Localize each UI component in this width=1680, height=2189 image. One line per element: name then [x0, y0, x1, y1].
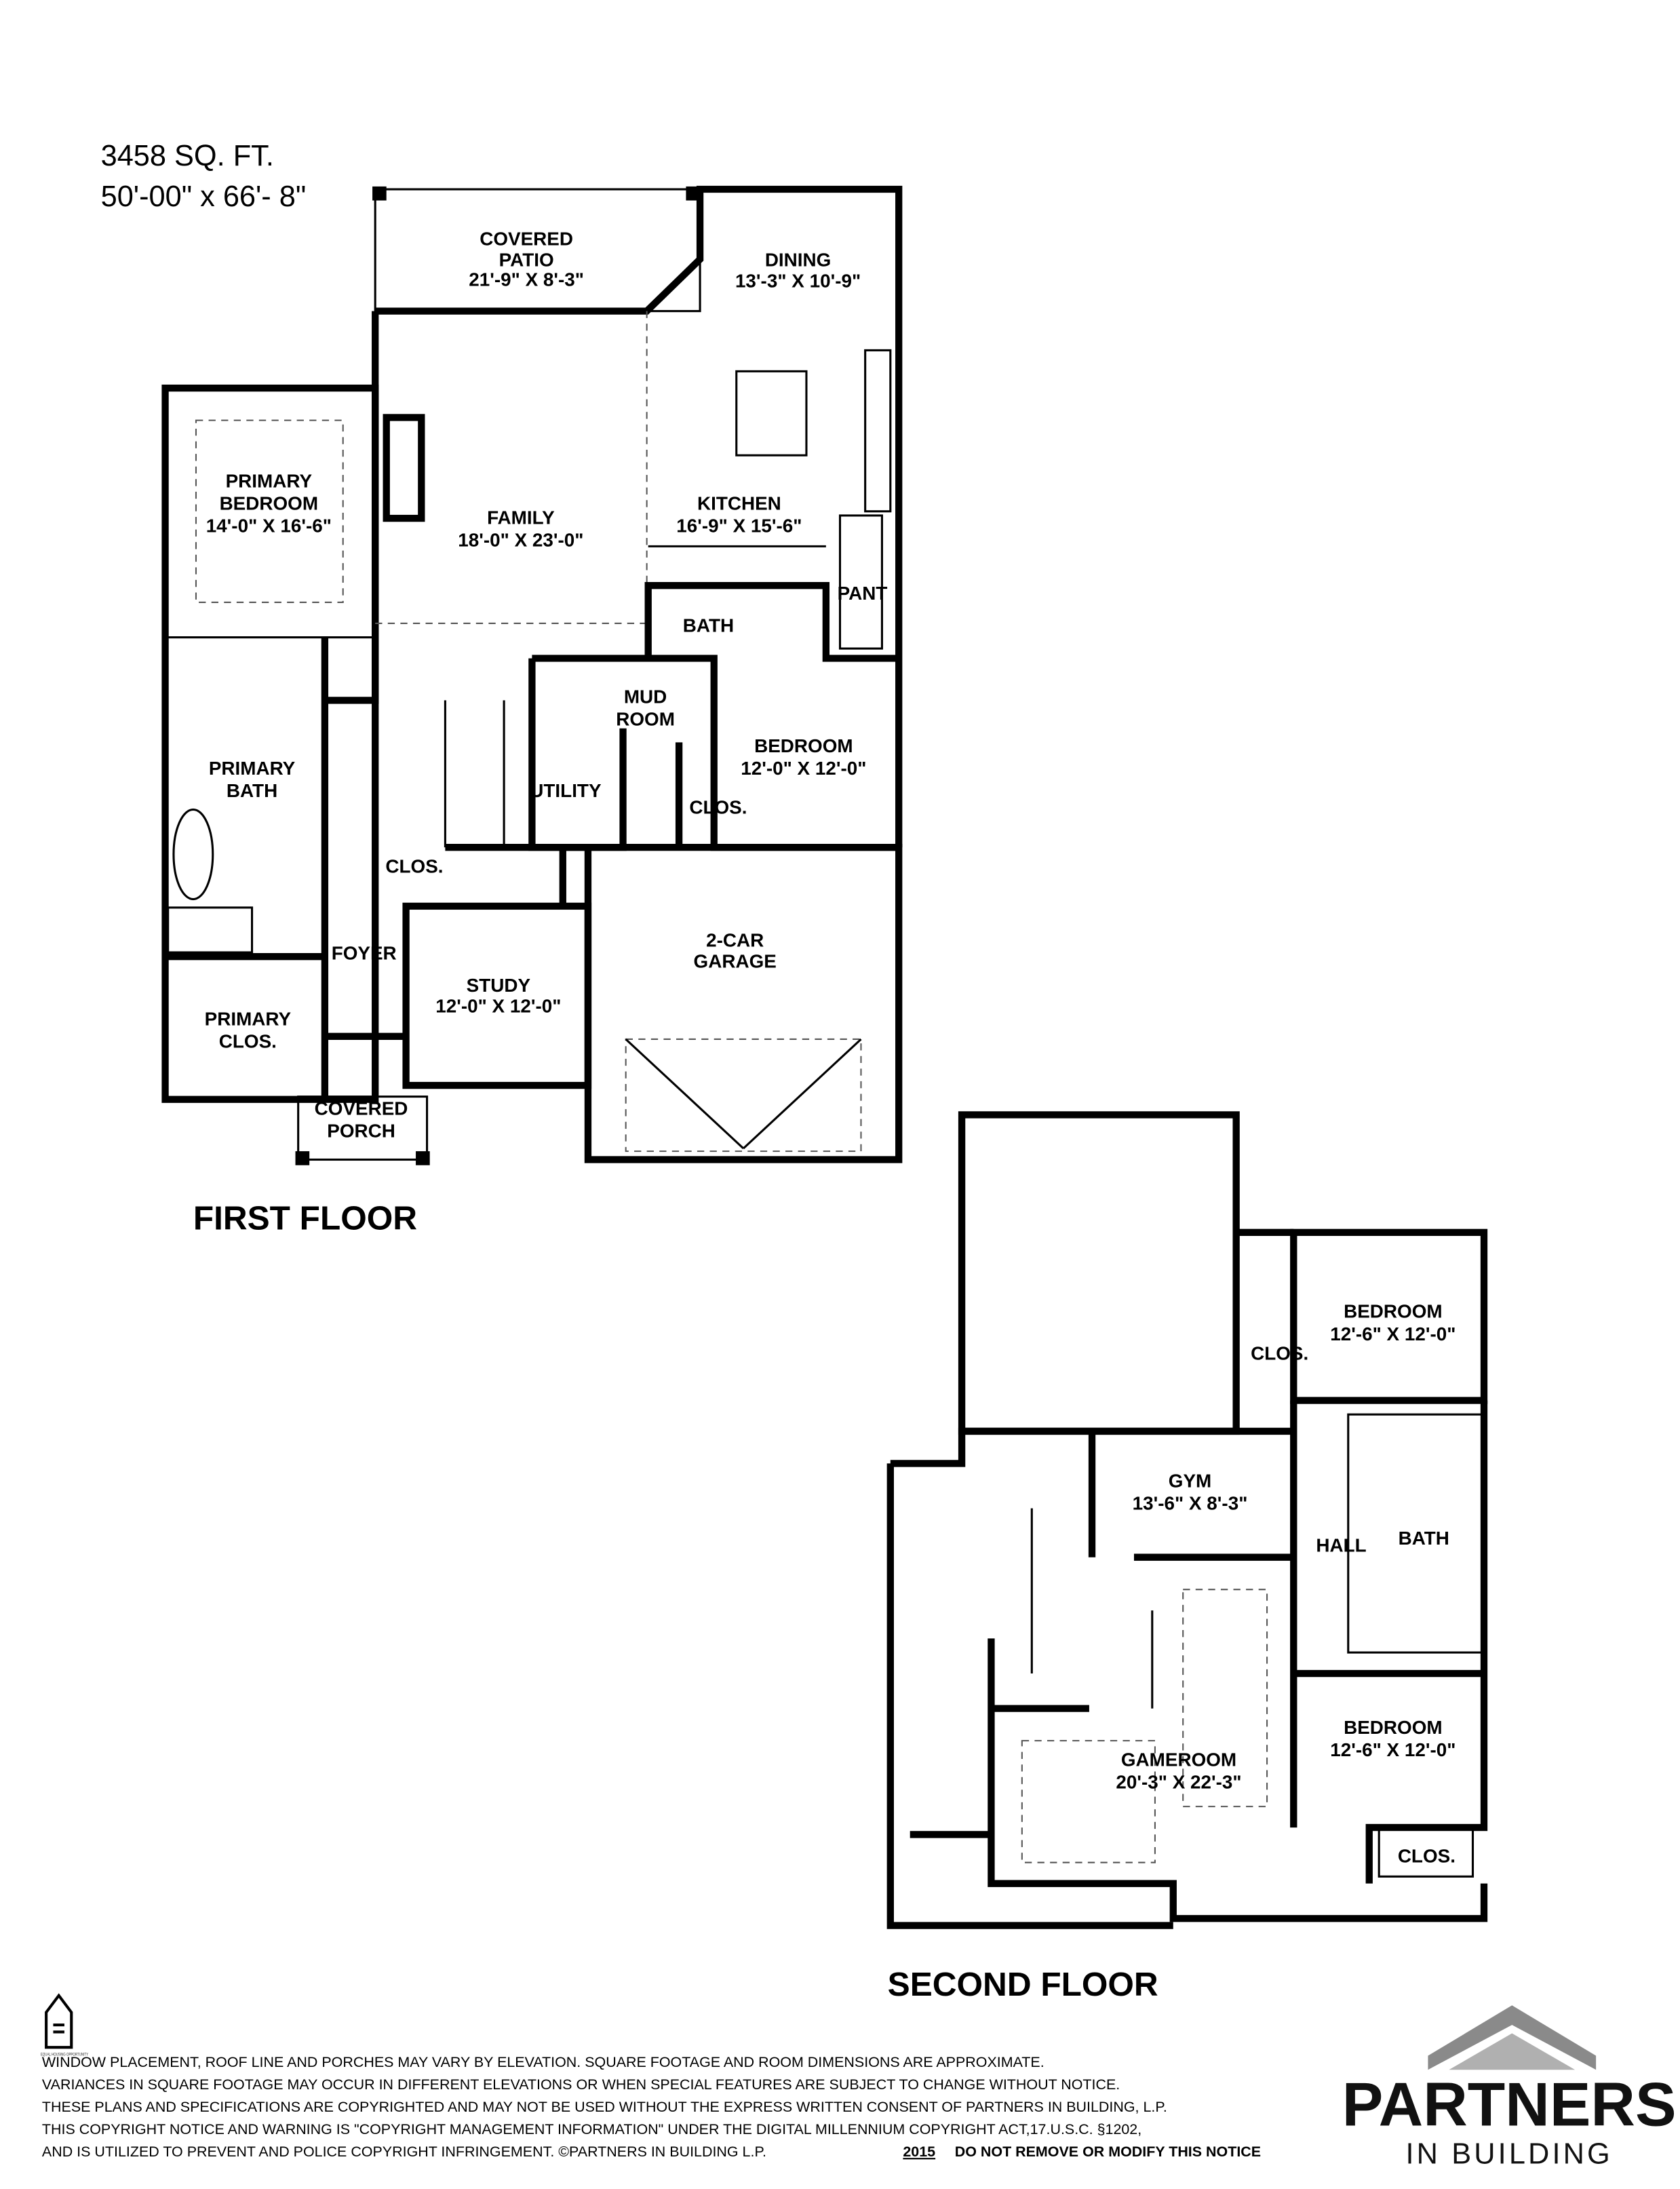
svg-text:VARIANCES IN SQUARE FOOTAGE MA: VARIANCES IN SQUARE FOOTAGE MAY OCCUR IN…	[42, 2076, 1120, 2093]
svg-text:IN BUILDING: IN BUILDING	[1405, 2137, 1612, 2170]
first-floor-plan	[161, 185, 903, 1165]
room-label: CLOS.	[1398, 1846, 1456, 1867]
svg-text:AND IS UTILIZED TO PREVENT AND: AND IS UTILIZED TO PREVENT AND POLICE CO…	[42, 2144, 766, 2160]
room-label: GAMEROOM	[1121, 1749, 1236, 1770]
room-label: 18'-0" X 23'-0"	[458, 529, 583, 550]
room-label: PANT	[838, 583, 888, 604]
room-label: 13'-3" X 10'-9"	[735, 271, 861, 292]
partners-logo: PARTNERS IN BUILDING	[1342, 2005, 1677, 2170]
room-label: UTILITY	[530, 780, 602, 801]
room-label: 12'-6" X 12'-0"	[1330, 1739, 1456, 1760]
room-label: PORCH	[327, 1120, 395, 1141]
room-label: GARAGE	[694, 951, 777, 972]
room-label: HALL	[1316, 1534, 1366, 1555]
room-label: 14'-0" X 16'-6"	[206, 516, 332, 537]
room-label: COVERED	[315, 1098, 408, 1119]
room-label: MUD	[624, 686, 667, 708]
room-label: PRIMARY	[205, 1008, 292, 1029]
room-label: ROOM	[616, 709, 675, 730]
svg-text:THESE PLANS AND SPECIFICATIONS: THESE PLANS AND SPECIFICATIONS ARE COPYR…	[42, 2099, 1167, 2115]
room-label: FAMILY	[487, 507, 555, 528]
svg-text:WINDOW PLACEMENT, ROOF LINE AN: WINDOW PLACEMENT, ROOF LINE AND PORCHES …	[42, 2054, 1044, 2070]
second-floor-title: SECOND FLOOR	[888, 1966, 1158, 2003]
room-label: BEDROOM	[1344, 1717, 1443, 1738]
copyright-year: 2015	[903, 2144, 935, 2160]
room-label: 12'-0" X 12'-0"	[435, 996, 561, 1017]
room-label: BEDROOM	[754, 735, 853, 756]
room-label: GYM	[1169, 1470, 1211, 1491]
notice: DO NOT REMOVE OR MODIFY THIS NOTICE	[955, 2144, 1261, 2160]
room-label: STUDY	[467, 975, 531, 996]
room-label: 12'-6" X 12'-0"	[1330, 1323, 1456, 1344]
room-label: BEDROOM	[1344, 1301, 1443, 1322]
room-label: BEDROOM	[220, 493, 319, 514]
room-label: 2-CAR	[706, 930, 764, 951]
room-label: 12'-0" X 12'-0"	[741, 758, 866, 779]
disclaimer: WINDOW PLACEMENT, ROOF LINE AND PORCHES …	[42, 2054, 1261, 2160]
equal-housing-text: EQUAL HOUSING OPPORTUNITY	[41, 2053, 89, 2057]
room-label: CLOS.	[385, 855, 443, 876]
room-label: BATH	[683, 615, 734, 636]
first-floor-labels: COVERED PATIO 21'-9" X 8'-3" DINING 13'-…	[205, 229, 888, 1142]
second-floor-labels: BEDROOM 12'-6" X 12'-0" CLOS. GYM 13'-6"…	[1116, 1301, 1456, 1867]
room-label: CLOS.	[689, 797, 747, 818]
room-label: FOYER	[332, 942, 397, 963]
room-label: KITCHEN	[697, 493, 781, 514]
square-footage: 3458 SQ. FT.	[101, 140, 274, 172]
first-floor-title: FIRST FLOOR	[193, 1200, 417, 1237]
second-floor-plan	[886, 1111, 1488, 1929]
room-label: CLOS.	[219, 1030, 277, 1051]
room-label: 16'-9" X 15'-6"	[676, 516, 802, 537]
room-label: DINING	[765, 250, 832, 271]
room-label: PRIMARY	[209, 758, 296, 779]
room-label: 21'-9" X 8'-3"	[469, 269, 584, 290]
lot-dimensions: 50'-00" x 66'- 8"	[101, 180, 307, 213]
room-label: COVERED	[480, 229, 573, 250]
svg-text:PARTNERS: PARTNERS	[1342, 2071, 1677, 2139]
room-label: 13'-6" X 8'-3"	[1133, 1493, 1248, 1514]
room-label: BATH	[227, 780, 277, 801]
room-label: CLOS.	[1251, 1343, 1308, 1364]
room-label: PATIO	[499, 250, 554, 271]
equal-housing-icon	[45, 1993, 73, 2049]
svg-text:THIS COPYRIGHT NOTICE AND WARN: THIS COPYRIGHT NOTICE AND WARNING IS "CO…	[42, 2121, 1141, 2137]
room-label: 20'-3" X 22'-3"	[1116, 1771, 1241, 1792]
room-label: PRIMARY	[226, 471, 313, 492]
room-label: BATH	[1399, 1528, 1449, 1549]
